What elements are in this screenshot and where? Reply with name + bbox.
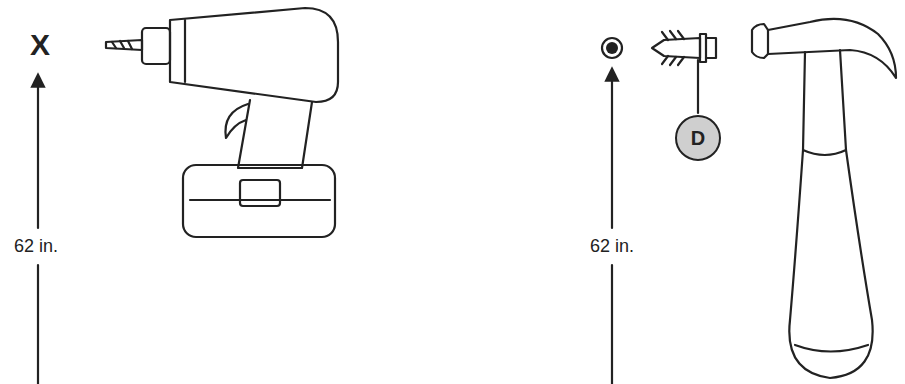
- drill-hole: [602, 38, 622, 58]
- dimension-arrow: [37, 80, 39, 384]
- wall-anchor: [652, 31, 716, 113]
- hammer-illustration: [752, 19, 896, 378]
- callout-letter: D: [691, 127, 705, 150]
- dimension-label: 62 in.: [588, 236, 636, 257]
- mark-label: X: [28, 28, 52, 62]
- dimension-label: 62 in.: [12, 236, 60, 257]
- dimension-arrow: [611, 74, 613, 384]
- callout-circle: D: [675, 115, 721, 161]
- drill-illustration: [106, 8, 338, 237]
